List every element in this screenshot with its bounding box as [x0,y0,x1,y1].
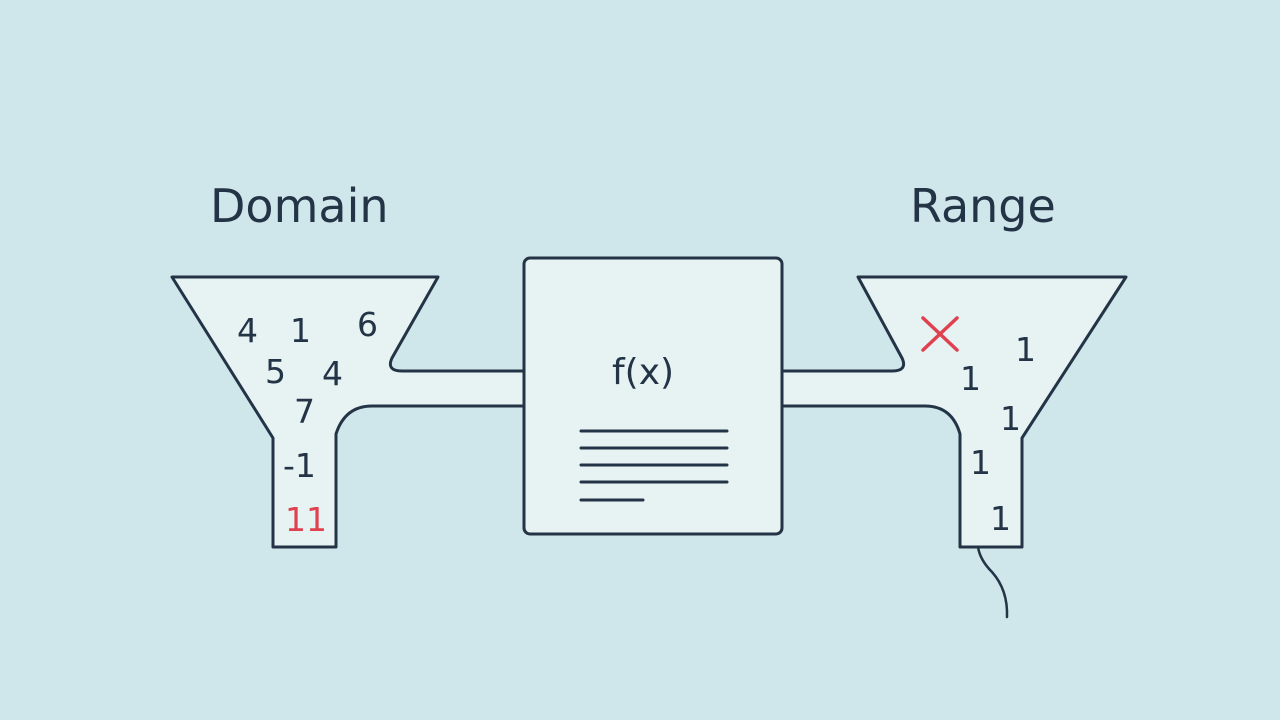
domain-value: 4 [322,354,343,393]
domain-value: 6 [357,305,378,344]
range-value: 1 [960,359,981,398]
domain-value: 4 [237,311,258,350]
domain-value: 1 [290,311,311,350]
cross-icon [921,316,959,352]
domain-value: 5 [265,352,286,391]
range-funnel [780,275,1128,549]
range-title: Range [910,179,1056,233]
domain-value-highlighted: 11 [285,500,327,539]
domain-value: 7 [294,392,315,431]
function-label: f(x) [612,352,674,393]
domain-funnel [170,275,526,549]
domain-title: Domain [210,179,389,233]
document-lines-icon [579,429,729,502]
range-value: 1 [990,499,1011,538]
range-value: 1 [1015,330,1036,369]
function-box [522,256,784,536]
domain-value: -1 [283,446,316,485]
range-value: 1 [1000,399,1021,438]
output-wire [976,545,1009,619]
range-value: 1 [970,443,991,482]
